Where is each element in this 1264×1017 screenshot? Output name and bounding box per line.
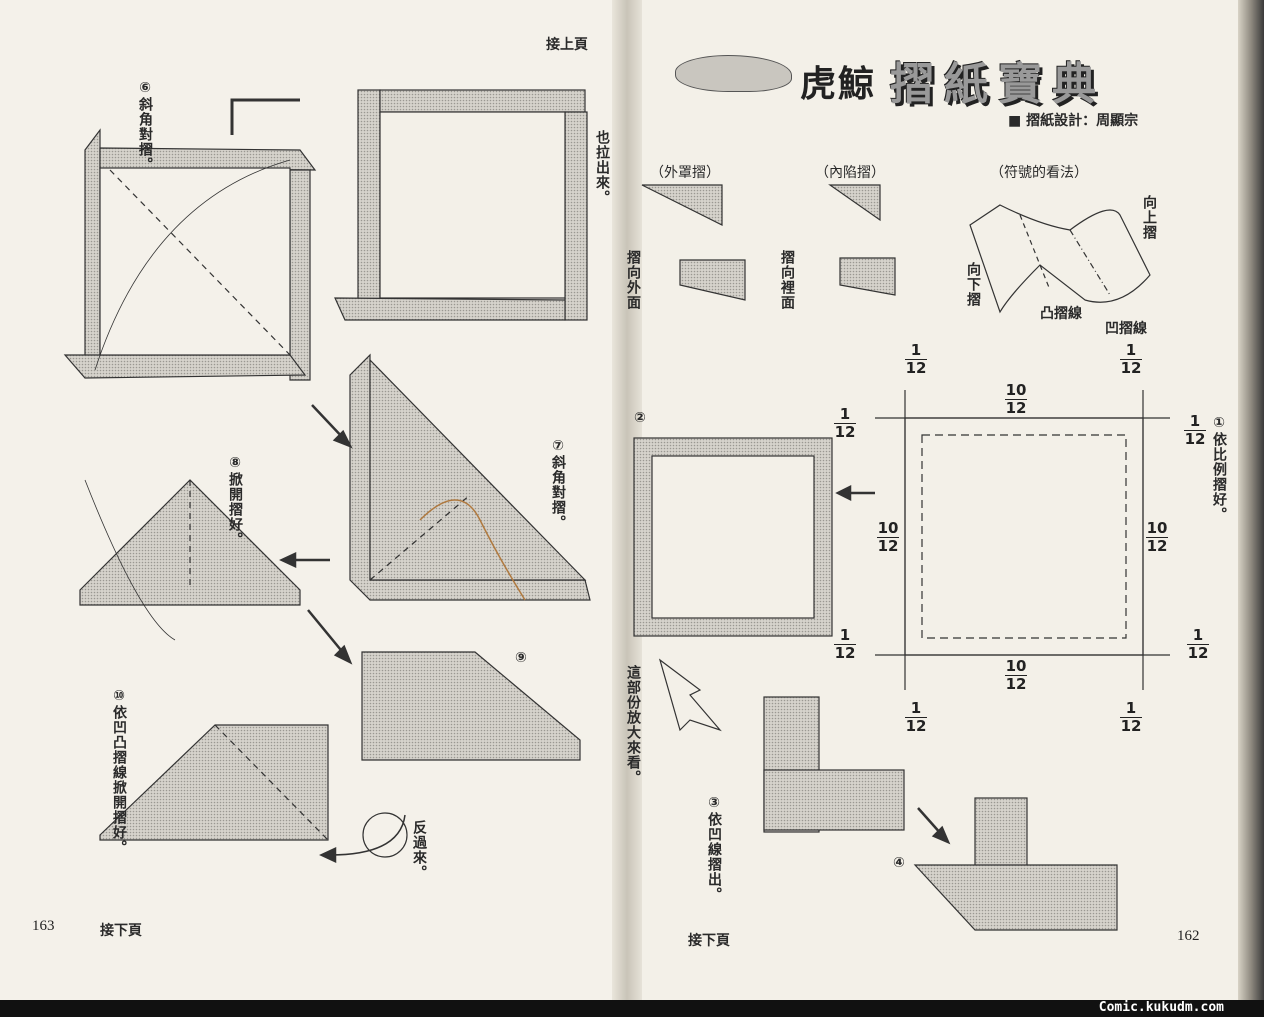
outside-reverse-label: （外罩摺） xyxy=(650,165,720,181)
numerator: 1 xyxy=(1189,412,1201,430)
numerator: 1 xyxy=(839,626,851,644)
denominator: 12 xyxy=(1005,675,1027,693)
numerator: 1 xyxy=(839,405,851,423)
step8-instruction: ⑧掀開摺好。 xyxy=(227,455,243,547)
symbols-label: （符號的看法） xyxy=(990,165,1088,181)
inside-reverse-diagram xyxy=(828,184,896,296)
denominator: 12 xyxy=(877,537,899,555)
fold-down-label: 向下摺 xyxy=(965,262,981,307)
enlarge-note: 這部份放大來看。 xyxy=(625,665,641,785)
numerator: 1 xyxy=(1192,626,1204,644)
denominator: 12 xyxy=(905,359,927,377)
numerator: 1 xyxy=(910,341,922,359)
denominator: 12 xyxy=(1005,399,1027,417)
step3-diagram xyxy=(763,696,905,833)
step3-instruction: ③依凹線摺出。 xyxy=(706,795,722,902)
step6-instruction: ⑥斜角對摺。 xyxy=(137,80,153,172)
step10-diagram xyxy=(99,724,329,841)
denominator: 12 xyxy=(1120,359,1142,377)
denominator: 12 xyxy=(1146,537,1168,555)
continued-next-left: 接下頁 xyxy=(100,923,142,939)
denominator: 12 xyxy=(1187,644,1209,662)
designer-credit: ■ 摺紙設計：周顯宗 xyxy=(1008,113,1139,129)
denominator: 12 xyxy=(905,717,927,735)
orca-logo-icon xyxy=(675,55,792,92)
step4-number: ④ xyxy=(893,855,905,871)
step7-instruction: ⑦斜角對摺。 xyxy=(550,438,566,530)
mountain-fold-label: 凸摺線 xyxy=(1040,306,1082,322)
fold-up-label: 向上摺 xyxy=(1141,195,1157,240)
flip-over-instruction: 反過來。 xyxy=(411,820,427,880)
watermark: Comic.kukudm.com xyxy=(1098,1000,1224,1015)
page-number-left: 163 xyxy=(32,918,55,934)
page-edge xyxy=(1238,0,1264,1000)
continued-next-right: 接下頁 xyxy=(688,933,730,949)
step9-diagram xyxy=(361,651,581,858)
step2-diagram xyxy=(633,437,833,637)
continued-from-label: 接上頁 xyxy=(546,37,588,53)
page-number-right: 162 xyxy=(1177,928,1200,944)
pull-out-instruction: 也拉出來。 xyxy=(594,130,610,205)
inside-reverse-label: （內陷摺） xyxy=(815,165,885,181)
outside-reverse-diagram xyxy=(641,184,746,301)
step8-diagram xyxy=(79,479,301,641)
numerator: 10 xyxy=(1005,381,1027,399)
denominator: 12 xyxy=(1184,430,1206,448)
denominator: 12 xyxy=(834,423,856,441)
numerator: 10 xyxy=(1146,519,1168,537)
book-title: 摺紙寶典 xyxy=(890,59,1106,110)
denominator: 12 xyxy=(1120,717,1142,735)
symbols-diagram xyxy=(969,204,1151,314)
inside-reverse-note: 摺向裡面 xyxy=(779,250,795,310)
numerator: 1 xyxy=(1125,699,1137,717)
title-prefix: 虎鯨 xyxy=(800,64,877,105)
scan-bottom-bar xyxy=(0,1000,1264,1017)
numerator: 10 xyxy=(877,519,899,537)
step9-number: ⑨ xyxy=(515,650,527,666)
numerator: 10 xyxy=(1005,657,1027,675)
denominator: 12 xyxy=(834,644,856,662)
step2-number: ② xyxy=(634,410,646,426)
valley-fold-label: 凹摺線 xyxy=(1105,321,1147,337)
step7-diagram xyxy=(349,353,591,601)
step6-diagram xyxy=(63,98,317,381)
step10-instruction: ⑩依凹凸摺線掀開摺好。 xyxy=(111,688,127,855)
step1-crease-pattern xyxy=(875,390,1170,690)
step4-diagram xyxy=(913,797,1118,931)
numerator: 1 xyxy=(1125,341,1137,359)
step1-instruction: ①依比例摺好。 xyxy=(1211,415,1227,522)
step5-diagram xyxy=(334,89,588,321)
outside-reverse-note: 摺向外面 xyxy=(625,250,641,310)
numerator: 1 xyxy=(910,699,922,717)
